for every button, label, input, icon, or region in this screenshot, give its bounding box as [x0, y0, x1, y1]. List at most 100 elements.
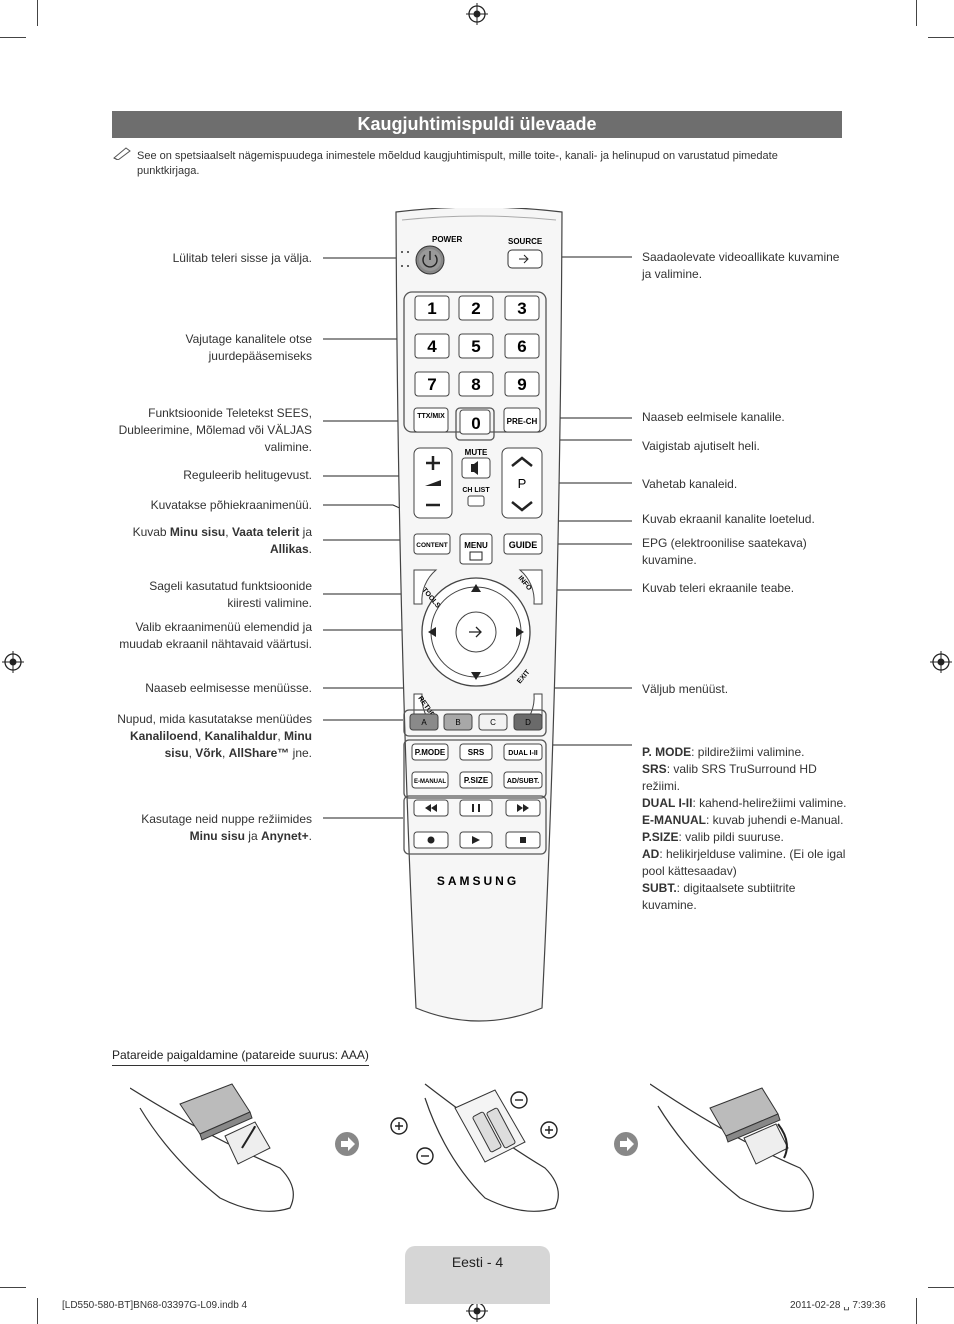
page-number-tab: Eesti - 4: [405, 1246, 550, 1304]
digit-3-button[interactable]: 3: [517, 299, 526, 318]
crop-mark: [37, 1298, 38, 1324]
color-d-label: D: [525, 718, 531, 727]
pause-button[interactable]: [459, 799, 493, 817]
label-chlist: Kuvab ekraanil kanalite loetelud.: [642, 512, 815, 526]
color-d-button[interactable]: [513, 713, 543, 731]
digit-5-button[interactable]: 5: [471, 337, 480, 356]
label-power: Lülitab teleri sisse ja välja.: [172, 251, 312, 265]
channel-down-icon: [511, 501, 533, 512]
label-menu: Kuvatakse põhiekraanimenüü.: [150, 498, 312, 512]
color-c-label: C: [490, 718, 496, 727]
registration-mark-icon: [466, 3, 488, 25]
menu-icon: [469, 551, 483, 561]
registration-mark-icon: [930, 651, 952, 673]
label-nav: Valib ekraanimenüü elemendid ja muudab e…: [119, 620, 312, 651]
menu-button[interactable]: [459, 533, 493, 565]
srs-label: SRS: [468, 748, 485, 757]
crop-mark: [916, 0, 917, 26]
content-button[interactable]: [413, 533, 451, 555]
crop-mark: [928, 37, 954, 38]
color-b-button[interactable]: [443, 713, 473, 731]
label-source: Saadaolevate videoallikate kuvamine ja v…: [642, 250, 840, 281]
e-manual-button[interactable]: [411, 771, 449, 789]
digit-8-button[interactable]: 8: [471, 375, 480, 394]
srs-button[interactable]: [459, 743, 493, 761]
label-mute: Vaigistab ajutiselt heli.: [642, 439, 760, 453]
note-text: See on spetsiaalselt nägemispuudega inim…: [137, 150, 778, 177]
record-icon: [427, 836, 435, 844]
color-c-button[interactable]: [478, 713, 508, 731]
volume-icon: [425, 480, 441, 486]
content-label: CONTENT: [416, 542, 447, 549]
battery-step-1: [130, 1083, 294, 1212]
label-info: Kuvab teleri ekraanile teabe.: [642, 581, 795, 595]
dual-button[interactable]: [503, 743, 543, 761]
pre-ch-label: PRE-CH: [507, 417, 538, 426]
arrow-right-icon: [516, 627, 524, 637]
label-play: Kasutage neid nuppe režiimides Minu sisu…: [141, 812, 312, 843]
mute-label: MUTE: [465, 448, 488, 457]
ad-subt-button[interactable]: [503, 771, 543, 789]
power-button[interactable]: [419, 249, 441, 271]
mute-icon: [471, 461, 478, 475]
arrow-right-icon: [614, 1132, 638, 1156]
ch-list-button[interactable]: [467, 495, 485, 507]
p-mode-button[interactable]: [411, 743, 449, 761]
digit-0-label: 0: [471, 414, 480, 433]
arrow-right-icon: [335, 1132, 359, 1156]
digit-9-button[interactable]: 9: [517, 375, 526, 394]
crop-mark: [37, 0, 38, 26]
play-icon: [472, 836, 480, 844]
rewind-icon: [425, 804, 437, 812]
digit-6-button[interactable]: 6: [517, 337, 526, 356]
p-mode-label: P.MODE: [415, 748, 446, 757]
battery-step-2: [390, 1083, 559, 1212]
volume-up-icon: [426, 456, 440, 470]
digit-7-button[interactable]: 7: [427, 375, 436, 394]
label-function-list: P. MODE: pildirežiimi valimine. SRS: val…: [642, 745, 847, 912]
arrow-left-icon: [428, 627, 436, 637]
digit-1-button[interactable]: 1: [427, 299, 436, 318]
label-volume: Reguleerib helitugevust.: [183, 468, 312, 482]
channel-up-icon: [511, 456, 533, 467]
pencil-note-icon: [113, 147, 131, 160]
label-ttx: Funktsioonide Teletekst SEES, Dubleerimi…: [118, 406, 312, 454]
enter-icon: [469, 626, 482, 638]
color-a-button[interactable]: [409, 713, 439, 731]
info-button[interactable]: [518, 569, 543, 605]
guide-button[interactable]: [503, 533, 543, 555]
remote-control: POWER SOURCE 1 2 3 4 5 6 7 8 9 TTX/MIX 0…: [395, 208, 563, 1022]
digit-2-button[interactable]: 2: [471, 299, 480, 318]
page-number: Eesti - 4: [451, 1254, 504, 1270]
arrow-up-icon: [471, 584, 481, 592]
label-numbers: Vajutage kanalitele otse juurdepääsemise…: [185, 332, 312, 363]
color-b-label: B: [455, 718, 460, 727]
guide-label: GUIDE: [509, 540, 538, 550]
pause-icon: [472, 804, 480, 812]
label-content: Kuvab Minu sisu, Vaata telerit ja Allika…: [132, 525, 312, 556]
ttx-label: TTX/MIX: [417, 413, 445, 420]
label-exit: Väljub menüüst.: [642, 682, 729, 696]
label-color: Nupud, mida kasutatakse menüüdes Kanalil…: [117, 712, 312, 760]
ttx-button[interactable]: [413, 407, 449, 433]
source-label: SOURCE: [508, 237, 543, 246]
power-icon: [422, 254, 438, 268]
ad-subt-label: AD/SUBT.: [507, 778, 539, 785]
digit-0-button[interactable]: [459, 409, 491, 435]
arrow-down-icon: [471, 672, 481, 680]
channel-p-label: P: [518, 476, 527, 491]
brand-logo: SAMSUNG: [437, 874, 519, 888]
label-guide: EPG (elektroonilise saatekava) kuvamine.: [642, 536, 807, 567]
digit-4-button[interactable]: 4: [427, 337, 437, 356]
pre-ch-button[interactable]: [503, 407, 541, 433]
print-date-info: 2011-02-28 ␣ 7:39:36: [790, 1300, 886, 1311]
p-size-button[interactable]: [459, 771, 493, 789]
crop-mark: [928, 1287, 954, 1288]
tools-button[interactable]: [413, 569, 438, 605]
p-size-label: P.SIZE: [464, 776, 489, 785]
dual-label: DUAL I-II: [508, 750, 537, 757]
crop-mark: [916, 1298, 917, 1324]
battery-title: Patareide paigaldamine (patareide suurus…: [112, 1048, 369, 1066]
fast-forward-icon: [517, 804, 529, 812]
ch-list-label: CH LIST: [462, 487, 490, 494]
